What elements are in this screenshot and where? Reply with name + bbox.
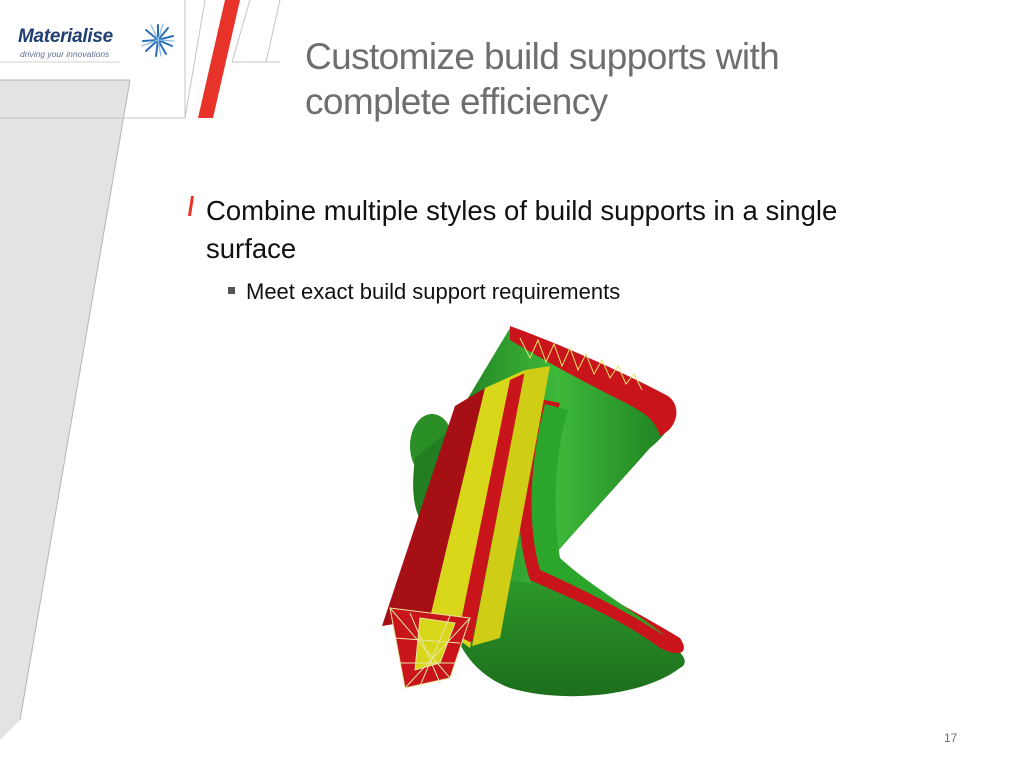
logo-wordmark: Materialise (18, 26, 113, 47)
square-bullet-icon (228, 287, 235, 294)
support-column-red-outer (382, 388, 485, 626)
bullet-level-2-text: Meet exact build support requirements (246, 279, 621, 304)
red-accent-stripe (198, 0, 240, 118)
support-lattice (389, 607, 471, 689)
materialise-logo: Materialise driving your innovations (18, 22, 178, 66)
starburst-icon (141, 23, 175, 57)
logo-tagline: driving your innovations (20, 49, 110, 59)
model-red-rim (510, 326, 677, 436)
slash-bullet-icon (188, 196, 194, 216)
slide-title: Customize build supports with complete e… (305, 34, 905, 124)
build-support-model-render (382, 326, 685, 697)
bullet-level-1-text: Combine multiple styles of build support… (206, 195, 838, 264)
support-fringe (519, 337, 643, 391)
slide-title-line-2: complete efficiency (305, 81, 608, 122)
gray-side-panel (0, 80, 130, 740)
slide-title-line-1: Customize build supports with (305, 36, 780, 77)
page-number: 17 (944, 731, 958, 745)
support-column-red-inner (458, 373, 525, 643)
